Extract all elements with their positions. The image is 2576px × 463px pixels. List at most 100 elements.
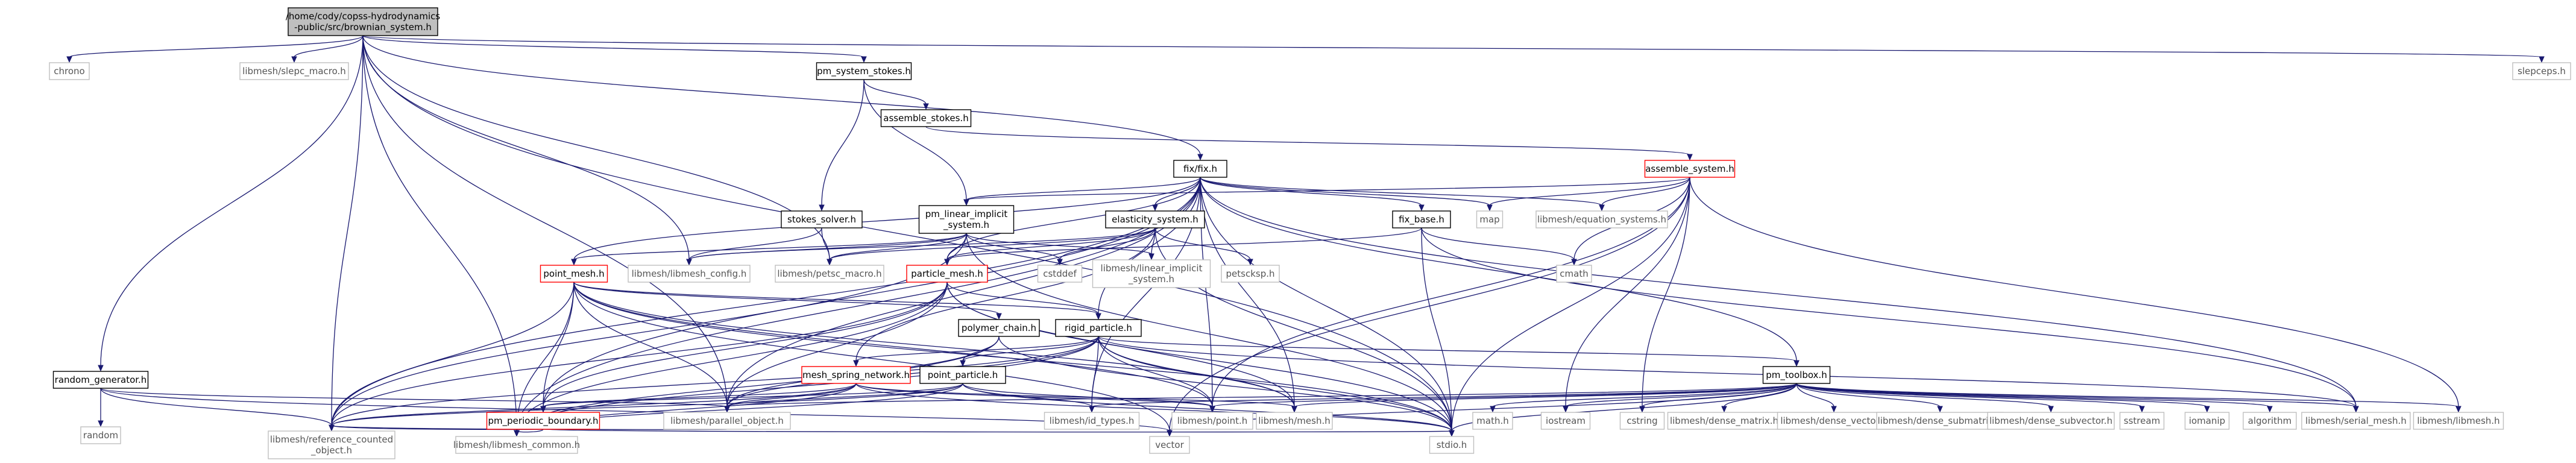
edge-elasticity_system-to-cstddef	[1057, 227, 1156, 266]
edge-line	[1601, 177, 1690, 206]
node-box	[1221, 265, 1280, 283]
edge-line	[726, 383, 857, 408]
edge-root-to-pm_system_stokes	[362, 35, 867, 63]
node-elasticity-system[interactable]: elasticity_system.h	[1105, 210, 1205, 228]
node-box	[781, 210, 863, 228]
edge-arrowhead	[571, 259, 577, 266]
node-box	[1092, 259, 1211, 288]
edge-arrowhead	[1167, 430, 1173, 437]
node-box	[2243, 412, 2297, 430]
edge-line	[1489, 177, 1690, 206]
edge-assemble_stokes-to-assemble_system	[925, 126, 1693, 161]
node-label: libmesh/libmesh.h	[2417, 415, 2499, 426]
edge-arrowhead	[2139, 406, 2145, 413]
edge-line	[573, 282, 1000, 315]
node-label: iomanip	[2189, 415, 2225, 426]
edge-root-to-libmesh_config	[362, 35, 692, 266]
edge-line	[688, 227, 822, 260]
edge-arrowhead	[1487, 204, 1493, 212]
node-label: libmesh/linear_implicit	[1101, 263, 1203, 274]
edge-line	[1492, 383, 1797, 408]
edge-arrowhead	[1571, 259, 1577, 266]
edge-line	[543, 383, 857, 408]
node-assemble-system[interactable]: assemble_system.h	[1644, 160, 1736, 178]
node-box	[2184, 412, 2230, 430]
edge-line	[573, 282, 1295, 408]
node-fix[interactable]: fix/fix.h	[1173, 160, 1227, 178]
node-label: cstring	[1627, 415, 1657, 426]
node-box	[1556, 265, 1592, 283]
edge-point_mesh-to-reference_counted	[329, 282, 575, 432]
node-point-particle[interactable]: point_particle.h	[919, 366, 1006, 384]
node-label: libmesh/equation_systems.h	[1537, 214, 1666, 225]
edge-root-to-chrono	[66, 35, 364, 63]
edge-line	[855, 336, 1099, 362]
node-root[interactable]: /home/cody/copss-hydrodynamics-public/sr…	[286, 7, 441, 36]
edge-arrowhead	[329, 424, 335, 432]
edge-line	[1154, 227, 1251, 260]
node-particle-mesh[interactable]: particle_mesh.h	[906, 265, 988, 283]
node-iomanip: iomanip	[2184, 412, 2230, 430]
edge-pm_toolbox-to-libmesh_h	[1796, 383, 2461, 413]
edge-line	[962, 336, 1000, 362]
node-label: chrono	[54, 66, 84, 77]
edge-line	[1642, 177, 1690, 408]
edge-line	[946, 282, 1452, 432]
node-label: fix/fix.h	[1183, 163, 1217, 174]
edge-line	[946, 227, 1156, 260]
node-box	[2413, 412, 2504, 430]
node-box	[775, 265, 884, 283]
node-libmesh-config: libmesh/libmesh_config.h	[628, 265, 751, 283]
node-iostream: iostream	[1540, 412, 1591, 430]
edge-arrowhead	[1599, 204, 1605, 212]
node-pm-periodic-boundary[interactable]: pm_periodic_boundary.h	[486, 412, 600, 430]
node-box	[1105, 210, 1205, 228]
edge-line	[1796, 383, 2052, 408]
node-fix-base[interactable]: fix_base.h	[1392, 210, 1451, 228]
node-petscksp: petscksp.h	[1221, 265, 1280, 283]
edge-rigid_particle-to-mesh_spring_network	[853, 336, 1099, 367]
node-box	[958, 319, 1040, 337]
node-mesh-spring-network[interactable]: mesh_spring_network.h	[801, 366, 911, 384]
edge-fix-to-pm_toolbox	[1200, 177, 1800, 367]
edge-line	[69, 35, 364, 58]
node-random: random	[80, 426, 121, 444]
node-box	[1392, 210, 1451, 228]
node-pm-toolbox[interactable]: pm_toolbox.h	[1762, 366, 1831, 384]
node-box	[49, 62, 90, 80]
edge-arrowhead	[686, 259, 692, 266]
node-box	[1256, 412, 1333, 430]
node-box	[1149, 436, 1190, 454]
node-assemble-stokes[interactable]: assemble_stokes.h	[880, 109, 972, 127]
node-point-mesh[interactable]: point_mesh.h	[540, 265, 608, 283]
node-dense-subvector: libmesh/dense_subvector.h	[1987, 412, 2115, 430]
node-label: libmesh/reference_counted	[270, 434, 393, 446]
edge-line	[1451, 177, 1690, 432]
node-label: algorithm	[2248, 415, 2291, 426]
node-polymer-chain[interactable]: polymer_chain.h	[958, 319, 1040, 337]
edge-rigid_particle-to-point_particle	[960, 336, 1099, 367]
edge-line	[1200, 177, 1602, 206]
node-box	[1644, 160, 1736, 178]
edge-random_generator-to-reference_counted	[100, 388, 335, 432]
node-stokes-solver[interactable]: stokes_solver.h	[781, 210, 863, 228]
edge-root-to-parallel_object	[362, 35, 730, 413]
node-pm-linear-implicit[interactable]: pm_linear_implicit_system.h	[918, 205, 1015, 234]
edge-stokes_solver-to-libmesh_config	[686, 227, 822, 266]
edge-line	[1098, 336, 1452, 432]
edge-layer	[66, 35, 2545, 437]
edge-line	[573, 177, 1201, 260]
edge-line	[966, 233, 1452, 432]
node-pm-system-stokes[interactable]: pm_system_stokes.h	[816, 62, 912, 80]
edge-line	[946, 227, 1422, 260]
node-box	[52, 371, 149, 389]
node-random-generator[interactable]: random_generator.h	[52, 371, 149, 389]
edge-arrowhead	[2204, 406, 2210, 413]
node-label: _system.h	[1128, 274, 1174, 285]
edge-line	[573, 282, 1213, 408]
edge-line	[1091, 383, 1797, 408]
edge-line	[1796, 383, 2208, 408]
node-rigid-particle[interactable]: rigid_particle.h	[1055, 319, 1142, 337]
edge-line	[1421, 227, 1575, 260]
edge-line	[573, 282, 1099, 315]
